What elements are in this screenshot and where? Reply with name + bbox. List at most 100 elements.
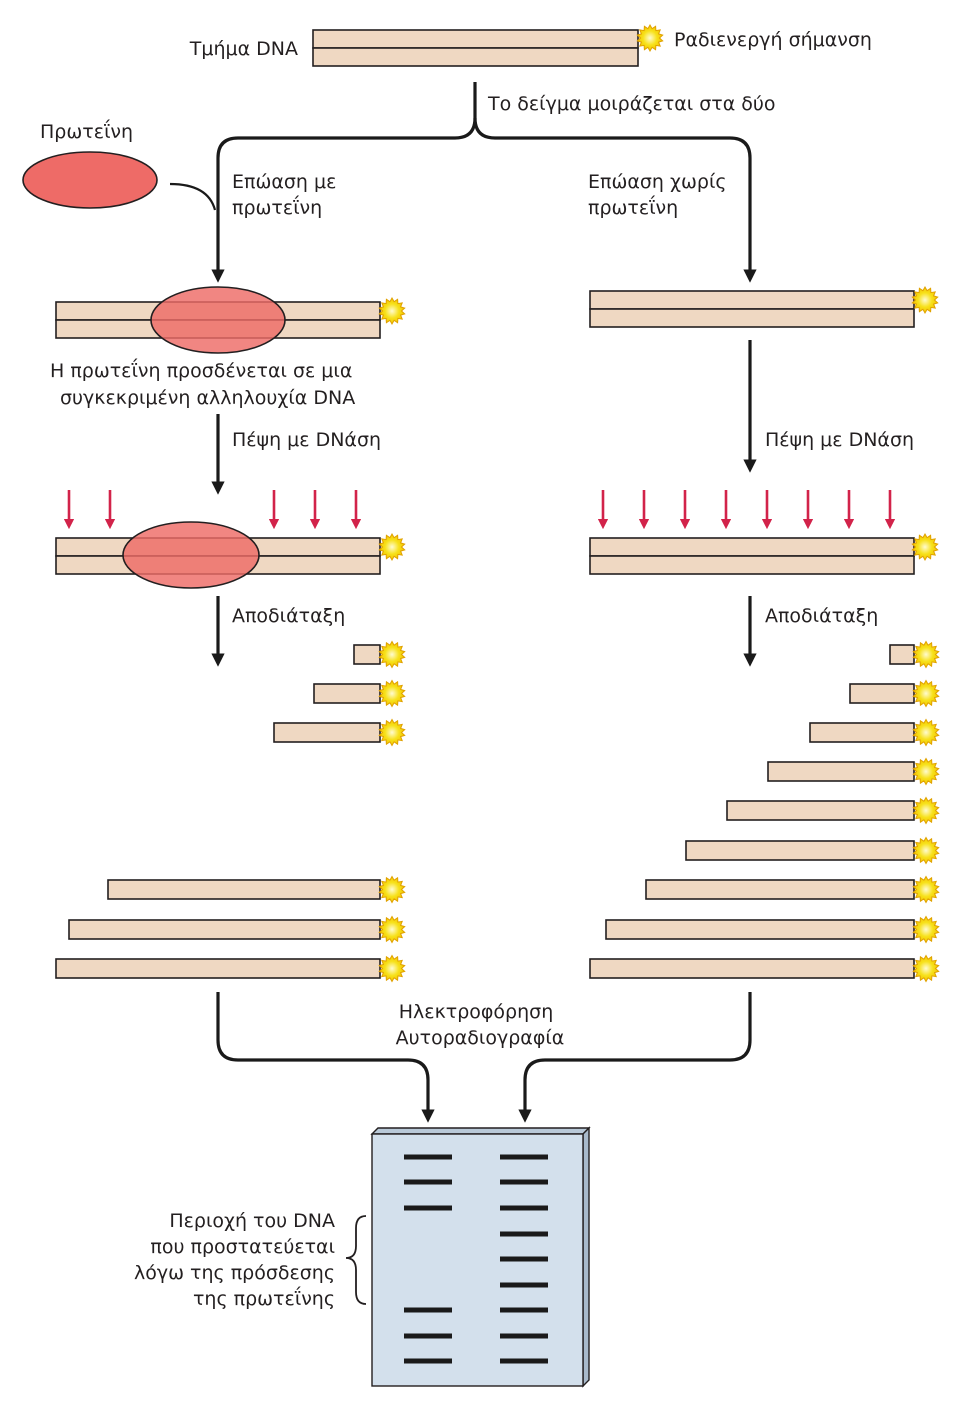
labeled-fragment [68, 919, 381, 940]
dna-strand-bottom [589, 555, 915, 575]
radiolabel-star-icon [378, 875, 406, 904]
protected-label-4: της πρωτεΐνης [193, 1286, 335, 1310]
radiolabel-star-icon [912, 875, 940, 904]
bound-protein [150, 286, 286, 354]
protein-binds-label-1: Η πρωτεΐνη προσδένεται σε μια [50, 358, 352, 382]
labeled-fragment [589, 958, 915, 979]
gel-band [500, 1205, 548, 1211]
radiolabel-star-icon [912, 836, 940, 865]
incubate-with-label-2: πρωτεΐνη [232, 195, 322, 219]
radiolabel-star-icon [912, 640, 940, 669]
radiolabel-star-icon [911, 285, 939, 315]
protected-label-1: Περιοχή του DNA [169, 1210, 335, 1232]
autoradiograph-gel [370, 1126, 591, 1388]
labeled-fragment [313, 683, 381, 704]
original-dna-fragment [312, 29, 639, 67]
radiolabel-star-icon [378, 296, 406, 326]
dna-fragment-label: Τμήμα DNA [189, 38, 298, 60]
denature-label-right: Αποδιάταξη [765, 605, 878, 627]
dna-strand-bottom [312, 47, 639, 67]
protein-label: Πρωτεΐνη [40, 119, 133, 143]
labeled-fragment [107, 879, 381, 900]
protein-feed-line [169, 182, 217, 211]
labeled-fragment [767, 761, 915, 782]
radiolabel-star-icon [378, 640, 406, 669]
gel-band [404, 1154, 452, 1160]
gel-band [500, 1231, 548, 1237]
protected-label-2: που προστατεύεται [150, 1236, 335, 1258]
gel-lane-without-protein [500, 1154, 548, 1364]
digest-dna-with-protein [55, 521, 381, 589]
split-sample-label: Το δείγμα μοιράζεται στα δύο [487, 93, 776, 115]
gel-band [500, 1154, 548, 1160]
protected-region-brace [345, 1215, 367, 1305]
dnase-cut-arrows-left [63, 490, 362, 530]
radiolabel-star-icon [912, 679, 940, 708]
labeled-fragment [809, 722, 915, 743]
labeled-fragment [889, 644, 915, 665]
radiolabel-star-icon [378, 532, 406, 562]
gel-band [404, 1307, 452, 1313]
radiolabel-stars [378, 23, 940, 983]
radiolabel-star-icon [378, 718, 406, 747]
gel-band [500, 1333, 548, 1339]
labeled-fragment [55, 958, 381, 979]
denature-label-left: Αποδιάταξη [232, 605, 345, 627]
labeled-fragment [353, 644, 381, 665]
radiolabel-star-icon [912, 757, 940, 786]
gel-band [500, 1282, 548, 1288]
incubate-without-label-2: πρωτεΐνη [588, 195, 678, 219]
dna-strand-bottom [589, 308, 915, 328]
electrophoresis-label: Ηλεκτροφόρηση [399, 1001, 553, 1023]
split-arrow-left [211, 82, 477, 283]
dna-strand-top [589, 537, 915, 557]
gel-lane-with-protein [404, 1154, 452, 1364]
gel-band [500, 1358, 548, 1364]
split-arrow-right [473, 117, 757, 283]
gel-band [404, 1179, 452, 1185]
dna-strand-top [312, 29, 639, 49]
protein-binds-label-2: συγκεκριμένη αλληλουχία DNA [60, 387, 355, 409]
labeled-fragment [685, 840, 915, 861]
digest-dna-without-protein [589, 537, 915, 575]
gel-band [404, 1358, 452, 1364]
radiolabel-star-icon [912, 796, 940, 825]
dnase-label-right: Πέψη με DNάση [765, 429, 914, 451]
gel-band [404, 1333, 452, 1339]
labeled-fragment [605, 919, 915, 940]
protected-label-3: λόγω της πρόσδεσης [134, 1262, 335, 1284]
merge-arrow-left [216, 992, 435, 1123]
radiolabel-star-icon [912, 954, 940, 983]
labeled-fragment [645, 879, 915, 900]
radiolabel-star-icon [911, 532, 939, 562]
radiolabel-label: Ραδιενεργή σήμανση [674, 29, 872, 51]
incubate-without-label-1: Επώαση χωρίς [588, 171, 727, 193]
gel-band [500, 1256, 548, 1262]
gel-band [500, 1179, 548, 1185]
protein-shape [22, 151, 158, 209]
gel-band [500, 1307, 548, 1313]
gel-side-face [582, 1126, 590, 1388]
dnase-cut-arrows-right [597, 490, 896, 530]
bound-protein [122, 521, 260, 589]
dnase-label-left: Πέψη με DNάση [232, 429, 381, 451]
dna-without-protein [589, 290, 915, 328]
radiolabel-star-icon [912, 915, 940, 944]
radiolabel-star-icon [912, 718, 940, 747]
dna-strand-top [589, 290, 915, 310]
incubate-with-label-1: Επώαση με [232, 171, 336, 193]
gel-band [404, 1205, 452, 1211]
autoradiography-label: Αυτοραδιογραφία [396, 1027, 565, 1049]
radiolabel-star-icon [378, 679, 406, 708]
labeled-fragment [726, 800, 915, 821]
radiolabel-star-icon [636, 23, 664, 53]
fragments-without-protein [589, 644, 915, 979]
radiolabel-star-icon [378, 915, 406, 944]
merge-arrow-right [518, 992, 752, 1123]
labeled-fragment [849, 683, 915, 704]
fragments-with-protein [55, 644, 381, 979]
radiolabel-star-icon [378, 954, 406, 983]
gel-front-face [371, 1133, 584, 1387]
labeled-fragment [273, 722, 381, 743]
